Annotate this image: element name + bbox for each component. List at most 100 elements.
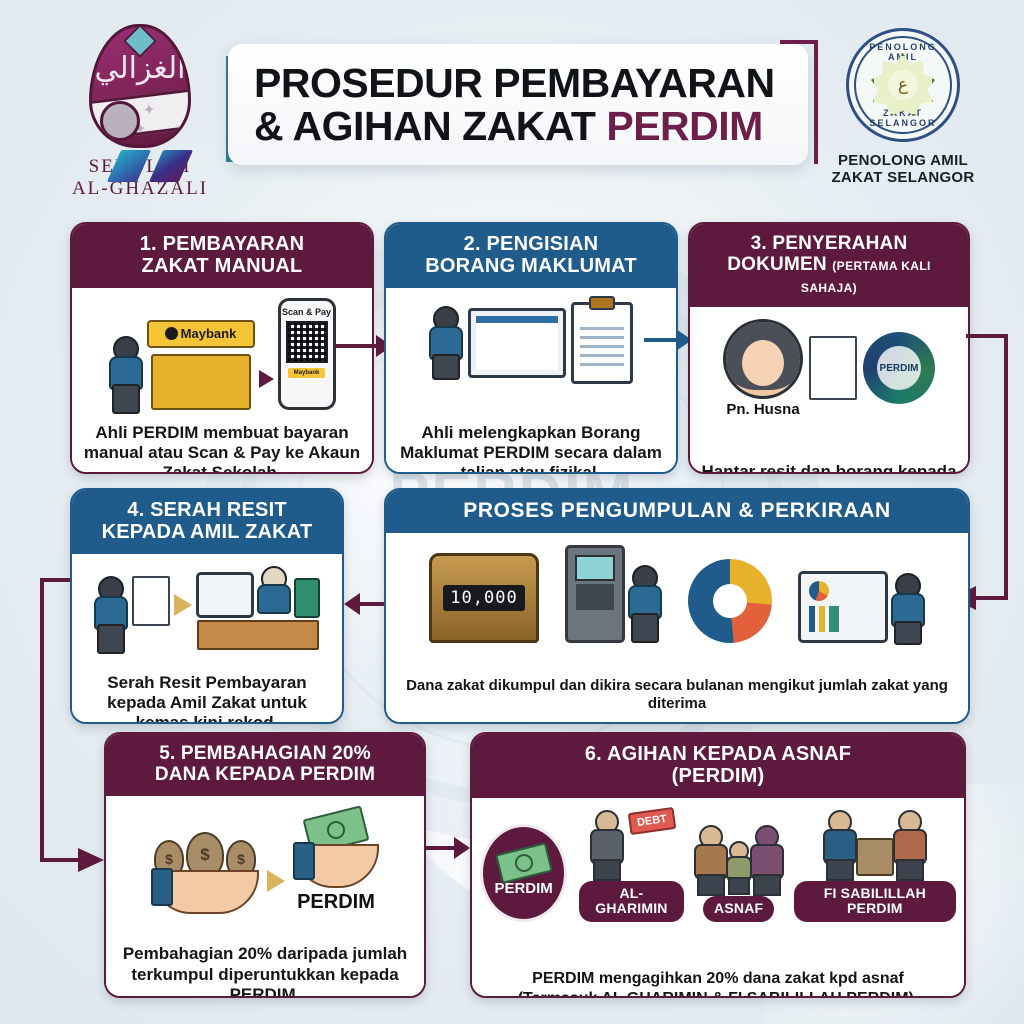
card-1-header: 1. PEMBAYARAN ZAKAT MANUAL [72,224,372,288]
collected-amount: 10,000 [443,584,525,611]
laptop-icon [468,307,566,378]
amil-name-line-1: PENOLONG AMIL [837,152,968,169]
step-card-1[interactable]: 1. PEMBAYARAN ZAKAT MANUAL Maybank [70,222,374,474]
card-2-body: Ahli melengkapkan Borang Maklumat PERDIM… [386,287,676,472]
card-5-body: $$$ PERDIM Pembahagian 20% daripada juml… [106,795,424,998]
child-figure-icon [725,841,752,896]
card-4-header: 4. SERAH RESIT KEPADA AMIL ZAKAT [72,490,342,554]
mother-figure-icon [749,825,784,897]
atm-icon [565,544,625,643]
card-3-title-subnote: (PERTAMA KALI SAHAJA) [800,259,931,295]
volunteer-figure-icon-2 [892,809,927,881]
slash-icon-1 [106,150,152,182]
process-card[interactable]: PROSES PENGUMPULAN & PERKIRAAN 10,000 [384,488,970,724]
school-name-line-2: AL-GHAZALI [71,178,209,199]
sphere-shape [100,101,140,141]
seal-icon: PENOLONG AMIL ZAKAT SELANGOR ع [846,28,960,142]
title-line-1: PROSEDUR PEMBAYARAN [254,60,775,106]
clipboard-form-icon [571,301,633,384]
giving-hand-icon [151,867,259,914]
card-6-caption: PERDIM mengagihkan 20% dana zakat kpd as… [516,969,921,996]
perdim-seal-label: PERDIM [877,346,921,391]
asnaf-chip-asnaf[interactable]: ASNAF [703,896,775,922]
card-5-title-line-1: 5. PEMBAHAGIAN 20% [159,743,371,764]
step-card-4[interactable]: 4. SERAH RESIT KEPADA AMIL ZAKAT [70,488,344,724]
asnaf-chip-fi-sabilillah[interactable]: FI SABILILLAH PERDIM [793,880,956,922]
maybank-sign: Maybank [146,319,255,348]
al-gharimin-illustration: DEBT [587,806,677,881]
bank-counter-group: Maybank [146,319,255,410]
asnaf-column-asnaf: ASNAF [693,825,784,922]
card-2-illustration [394,294,668,384]
debt-sign-label: DEBT [628,806,677,835]
badge-cash-icon [494,842,553,884]
seal-center-glyph: ع [888,70,918,100]
person-at-desk-icon [429,305,463,380]
card-5-art-label: PERDIM [297,890,375,913]
process-card-body: 10,000 Dana zakat [386,532,968,722]
avatar [723,318,803,399]
flow-arrow-icon [258,369,274,388]
title-line-2-main: & AGIHAN ZAKAT [254,103,607,150]
card-4-title-line-2: KEPADA AMIL ZAKAT [101,521,313,544]
penolong-amil-zakat-selangor-logo: PENOLONG AMIL ZAKAT SELANGOR ع PENOLONG … [818,28,988,186]
step-card-6[interactable]: 6. AGIHAN KEPADA ASNAF (PERDIM) PERDIM D… [470,732,966,998]
amil-desk-group [196,565,320,650]
phone-maybank-badge: Maybank [287,367,326,378]
card-5-caption: Pembahagian 20% daripada jumlah terkumpu… [122,944,408,998]
card-1-title-line-1: 1. PEMBAYARAN [139,233,305,255]
step-card-2[interactable]: 2. PENGISIAN BORANG MAKLUMAT Ahli meleng… [384,222,678,474]
father-figure-icon [693,825,728,897]
card-6-body: PERDIM DEBT AL-GHARIMIN [472,797,964,996]
card-4-title-line-1: 4. SERAH RESIT [127,499,287,521]
donut-chart-icon [688,558,772,643]
atm-group [565,544,662,643]
asnaf-column-fi-sabilillah: FI SABILILLAH PERDIM [793,809,956,922]
title-card: PROSEDUR PEMBAYARAN & AGIHAN ZAKAT PERDI… [228,44,808,165]
calculator-icon [294,577,320,618]
card-6-title-line-1: 6. AGIHAN KEPADA ASNAF [584,743,852,765]
card-5-header: 5. PEMBAHAGIAN 20% DANA KEPADA PERDIM [106,734,424,796]
perdim-hand-group: PERDIM [293,804,379,914]
card-6-title-line-2: (PERDIM) [671,765,765,788]
card-3-header: 3. PENYERAHAN DOKUMEN (PERTAMA KALI SAHA… [690,224,968,307]
process-illustration: 10,000 [394,539,960,645]
card-1-caption: Ahli PERDIM membuat bayaran manual atau … [83,422,361,474]
process-card-title: PROSES PENGUMPULAN & PERKIRAAN [463,499,891,522]
card-1-body: Maybank Scan & Pay Maybank Ahli PERDIM m… [72,287,372,474]
process-card-caption: Dana zakat dikumpul dan dikira secara bu… [406,676,948,712]
sekolah-al-ghazali-logo: الغزالي SEKOLAH AL-GHAZALI [60,24,220,200]
amil-name-line-2: ZAKAT SELANGOR [831,169,975,186]
maybank-label: Maybank [180,326,237,342]
card-3-illustration: Pn. Husna PERDIM [698,313,960,418]
allocation-arrow-icon [267,869,285,892]
treasure-chest-icon: 10,000 [429,552,539,643]
card-2-title-line-2: BORANG MAKLUMAT [425,255,637,278]
card-3-body: Pn. Husna PERDIM Hantar resit dan borang… [690,306,968,472]
person-name-label: Pn. Husna [726,400,800,418]
fi-sabilillah-illustration [822,809,927,881]
husna-group: Pn. Husna [723,318,803,418]
step-card-5[interactable]: 5. PEMBAHAGIAN 20% DANA KEPADA PERDIM $$… [104,732,426,998]
slash-icon-2 [148,150,194,182]
card-4-caption: Serah Resit Pembayaran kepada Amil Zakat… [107,672,307,724]
document-icon [809,336,857,401]
atm-user-figure-icon [628,564,662,643]
step-card-3[interactable]: 3. PENYERAHAN DOKUMEN (PERTAMA KALI SAHA… [688,222,970,474]
card-5-title-line-2: DANA KEPADA PERDIM [154,764,376,786]
card-2-header: 2. PENGISIAN BORANG MAKLUMAT [386,224,676,288]
slash-decoration [104,150,214,184]
maybank-logo-icon [164,327,178,341]
asnaf-chip-al-gharimin[interactable]: AL-GHARIMIN [579,880,684,922]
card-2-title-line-1: 2. PENGISIAN [463,233,599,255]
desk-icon [197,619,319,650]
perdim-badge: PERDIM [480,823,568,922]
monitor-icon [196,571,254,618]
receipt-icon [132,575,170,626]
card-3-title-line-1: 3. PENYERAHAN [750,233,908,254]
card-6-caption-line-2: (Termasuk AL GHARIMIN & FI SABILILLAH PE… [518,989,919,996]
process-card-header: PROSES PENGUMPULAN & PERKIRAAN [386,490,968,533]
card-4-body: Serah Resit Pembayaran kepada Amil Zakat… [72,553,342,724]
amil-figure-icon [257,565,291,618]
